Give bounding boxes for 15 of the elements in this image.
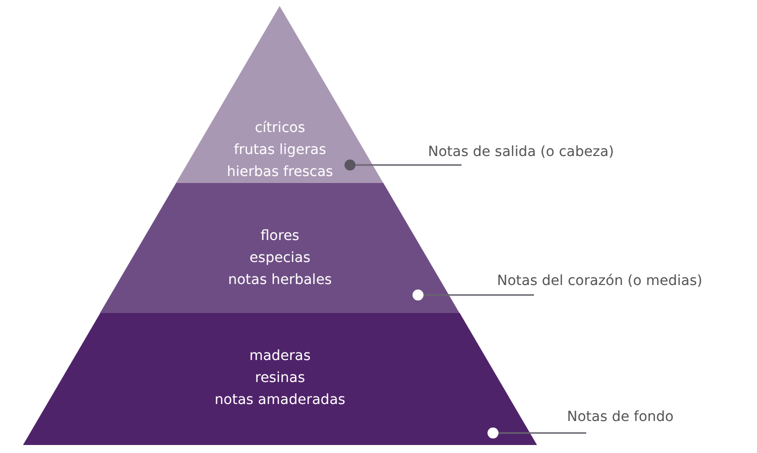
layer-text: resinas bbox=[254, 369, 306, 387]
note-label: Notas del corazón (o medias) bbox=[497, 273, 702, 289]
note-label: Notas de salida (o cabeza) bbox=[428, 144, 614, 160]
layer-text: especias bbox=[248, 249, 312, 267]
layer-text: cítricos bbox=[254, 119, 306, 137]
layer-text: flores bbox=[260, 227, 300, 245]
layer-text: notas herbales bbox=[227, 271, 333, 289]
note-label: Notas de fondo bbox=[567, 409, 674, 425]
layer-text: frutas ligeras bbox=[232, 141, 328, 159]
leader-line bbox=[488, 428, 586, 438]
layer-text: notas amaderadas bbox=[214, 391, 346, 409]
leader-line bbox=[412, 290, 534, 300]
layer-text: hierbas frescas bbox=[226, 163, 334, 181]
layer-text: maderas bbox=[248, 347, 312, 365]
leader-line bbox=[344, 160, 462, 170]
